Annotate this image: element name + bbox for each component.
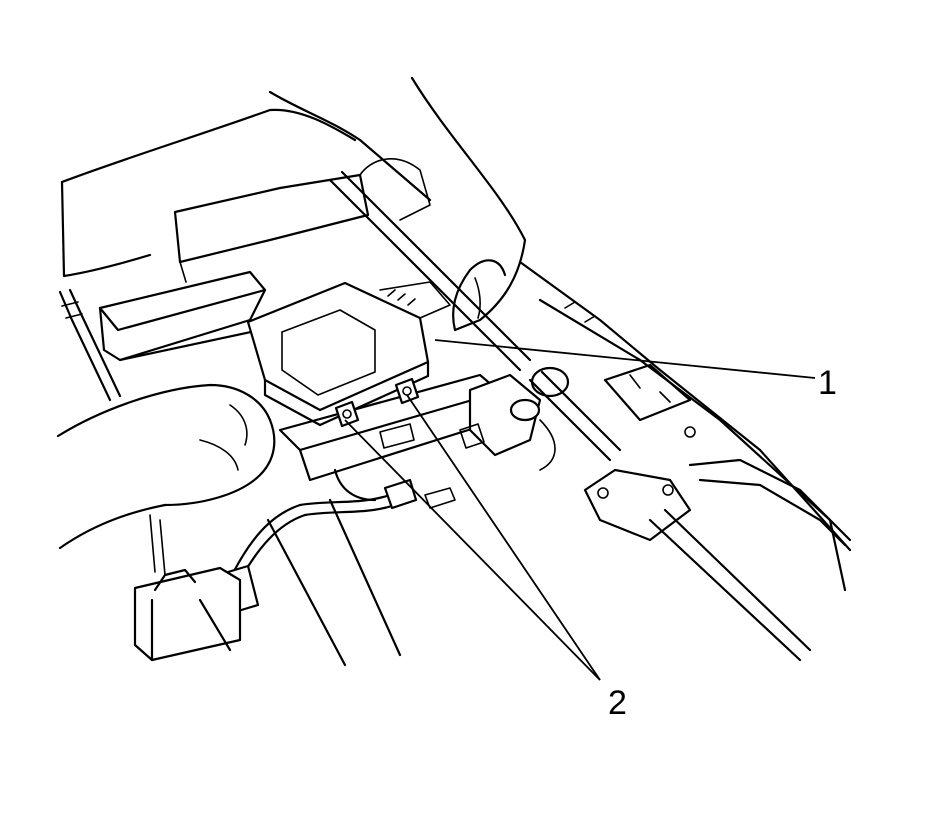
leader-line-2a: [344, 419, 601, 681]
seat-cushion-panel: [60, 90, 432, 362]
control-module: [246, 281, 451, 427]
rod: [328, 170, 622, 462]
leader-line-1: [434, 339, 816, 379]
left-cable: [58, 288, 122, 402]
leader-lines: [344, 339, 816, 681]
floor-lines: [198, 498, 402, 667]
actuator: [459, 366, 570, 471]
front-bracket: [583, 458, 852, 662]
left-hand: [56, 383, 276, 550]
wire-harness: [226, 468, 418, 613]
callout-1-label: 1: [818, 364, 837, 402]
leader-line-2b: [406, 394, 601, 681]
callout-2-label: 2: [608, 684, 627, 722]
seat-track: [518, 260, 852, 592]
right-hand: [410, 76, 527, 332]
retaining-clips: [334, 377, 420, 428]
adjuster-box: [133, 514, 242, 662]
